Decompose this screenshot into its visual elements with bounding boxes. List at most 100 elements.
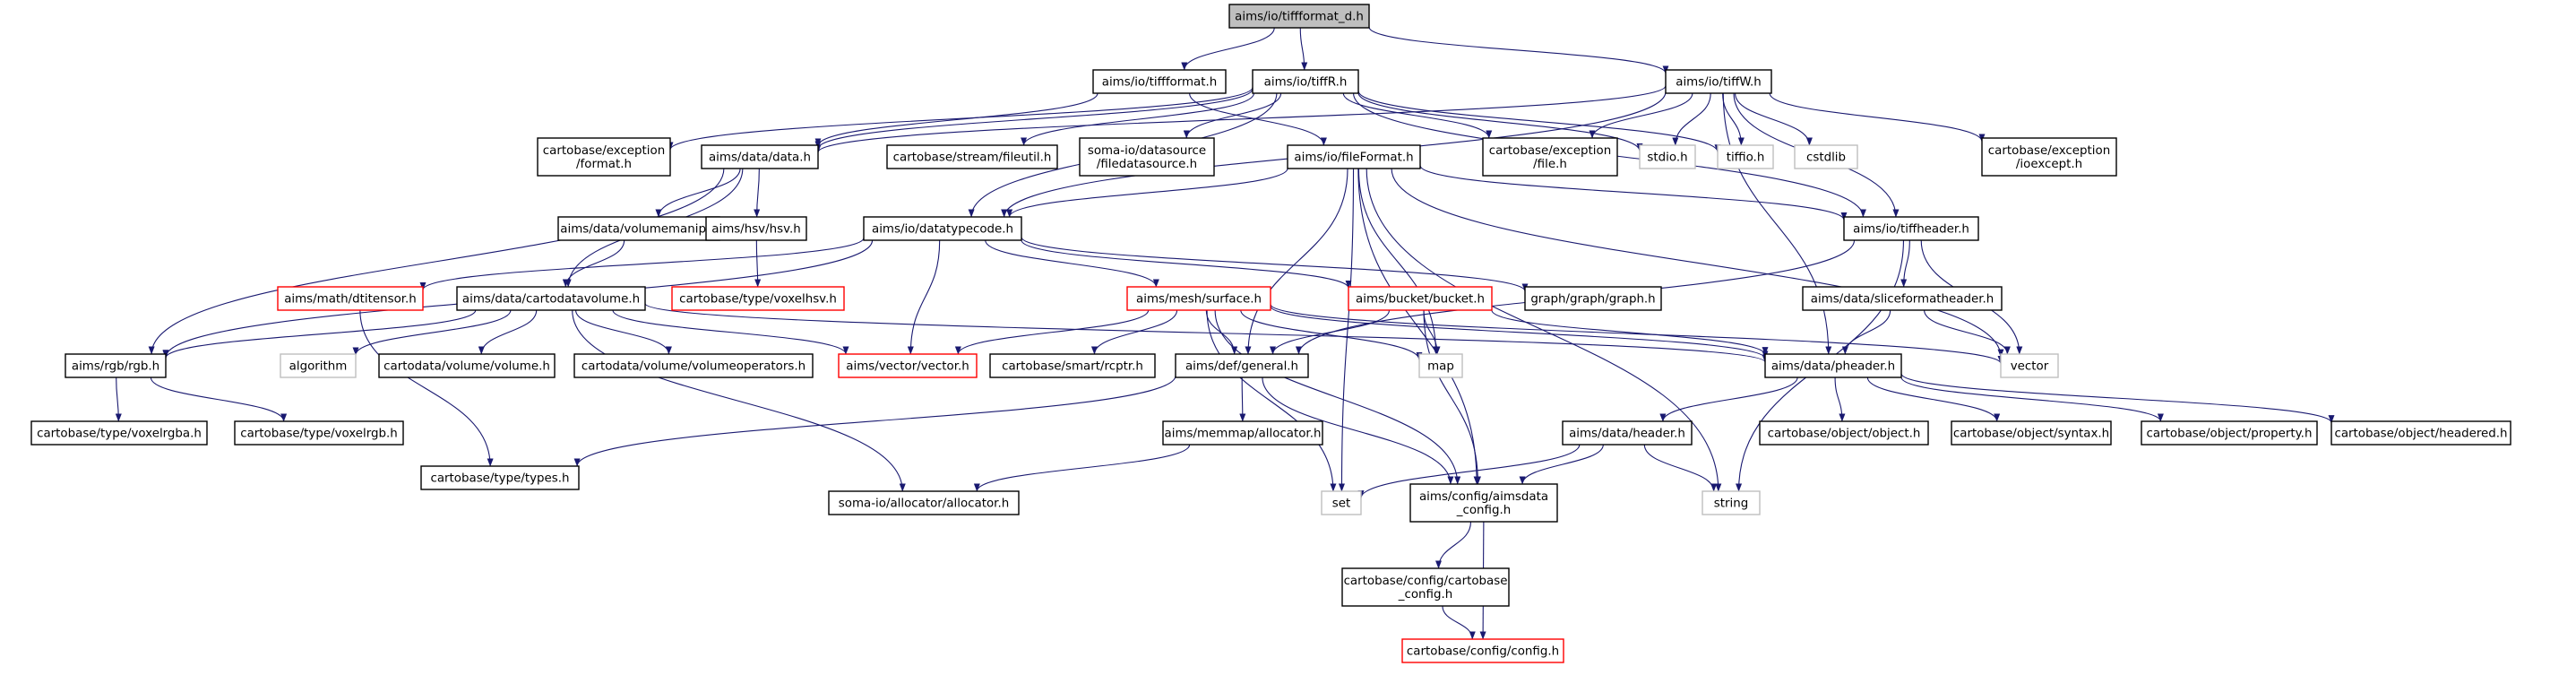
node-volumeoperators[interactable]: cartodata/volume/volumeoperators.h bbox=[573, 353, 814, 378]
node-somaallocator[interactable]: soma-io/allocator/allocator.h bbox=[828, 490, 1020, 515]
node-cstdlib[interactable]: cstdlib bbox=[1794, 144, 1858, 169]
node-box bbox=[573, 353, 814, 378]
node-tiffW[interactable]: aims/io/tiffW.h bbox=[1665, 69, 1772, 94]
node-vector-h[interactable]: aims/vector/vector.h bbox=[838, 353, 978, 378]
node-voxelhsv[interactable]: cartobase/type/voxelhsv.h bbox=[671, 286, 845, 311]
node-exc-file[interactable]: cartobase/exception/file.h bbox=[1482, 137, 1618, 177]
node-stdio[interactable]: stdio.h bbox=[1639, 144, 1696, 169]
node-tiffformat[interactable]: aims/io/tiffformat.h bbox=[1092, 69, 1227, 94]
edge-tiffR-to-fileutil bbox=[1021, 92, 1254, 146]
node-algorithm[interactable]: algorithm bbox=[280, 353, 357, 378]
node-rcptr[interactable]: cartobase/smart/rcptr.h bbox=[989, 353, 1156, 378]
node-label: aims/def/general.h bbox=[1185, 360, 1298, 374]
node-map[interactable]: map bbox=[1418, 353, 1463, 378]
node-syntax[interactable]: cartobase/object/syntax.h bbox=[1951, 420, 2112, 446]
node-box bbox=[701, 144, 819, 169]
node-root[interactable]: aims/io/tiffformat_d.h bbox=[1228, 4, 1370, 29]
edge-rgb-to-voxelrgb bbox=[150, 376, 288, 422]
node-label: aims/data/pheader.h bbox=[1771, 360, 1895, 374]
node-voxelrgb[interactable]: cartobase/type/voxelrgb.h bbox=[234, 420, 404, 446]
node-aimsdataconfig[interactable]: aims/config/aimsdata_config.h bbox=[1409, 483, 1558, 523]
node-exc-format[interactable]: cartobase/exception/format.h bbox=[537, 137, 671, 177]
node-pheader[interactable]: aims/data/pheader.h bbox=[1764, 353, 1902, 378]
node-config[interactable]: cartobase/config/config.h bbox=[1401, 638, 1564, 663]
node-memallocator[interactable]: aims/memmap/allocator.h bbox=[1162, 420, 1323, 446]
node-label: cartobase/exception bbox=[1489, 144, 1611, 158]
node-volume[interactable]: cartodata/volume/volume.h bbox=[378, 353, 556, 378]
edge-surface-to-set bbox=[1206, 309, 1337, 492]
node-label: cartobase/type/voxelrgb.h bbox=[240, 428, 398, 441]
node-data[interactable]: aims/data/data.h bbox=[701, 144, 819, 169]
edge-cartodatavolume-to-pheader bbox=[644, 303, 1769, 363]
edge-tiffR-to-tiffio bbox=[1357, 90, 1721, 153]
node-graph[interactable]: graph/graph/graph.h bbox=[1524, 286, 1662, 311]
node-volumemanip[interactable]: aims/data/volumemanip.h bbox=[557, 216, 720, 241]
node-object[interactable]: cartobase/object/object.h bbox=[1759, 420, 1929, 446]
node-bucket[interactable]: aims/bucket/bucket.h bbox=[1348, 286, 1493, 311]
node-box bbox=[2141, 420, 2318, 446]
node-datasource[interactable]: soma-io/datasource/filedatasource.h bbox=[1079, 137, 1215, 177]
node-cartobaseconfig[interactable]: cartobase/config/cartobase_config.h bbox=[1341, 567, 1510, 607]
node-dtitensor[interactable]: aims/math/dtitensor.h bbox=[277, 286, 424, 311]
node-ioexcept[interactable]: cartobase/exception/ioexcept.h bbox=[1981, 137, 2117, 177]
node-box bbox=[1228, 4, 1370, 29]
node-label: string bbox=[1714, 498, 1748, 511]
node-vector[interactable]: vector bbox=[2000, 353, 2059, 378]
edge-general-to-memallocator bbox=[1239, 376, 1246, 422]
node-tiffio[interactable]: tiffio.h bbox=[1717, 144, 1774, 169]
node-label: cartobase/stream/fileutil.h bbox=[893, 151, 1052, 165]
node-label: aims/memmap/allocator.h bbox=[1165, 428, 1322, 441]
node-surface[interactable]: aims/mesh/surface.h bbox=[1126, 286, 1271, 311]
node-general[interactable]: aims/def/general.h bbox=[1175, 353, 1309, 378]
node-box bbox=[277, 286, 424, 311]
edge-fileformat-to-map bbox=[1357, 168, 1440, 355]
node-set[interactable]: set bbox=[1321, 490, 1362, 515]
edge-bucket-to-general bbox=[1270, 309, 1391, 355]
node-fileutil[interactable]: cartobase/stream/fileutil.h bbox=[886, 144, 1058, 169]
node-fileformat[interactable]: aims/io/fileFormat.h bbox=[1287, 144, 1421, 169]
edge-header-to-aimsdataconfig bbox=[1519, 444, 1604, 485]
node-header[interactable]: aims/data/header.h bbox=[1562, 420, 1693, 446]
edge-root-to-tiffW bbox=[1368, 26, 1669, 74]
node-string[interactable]: string bbox=[1702, 490, 1761, 515]
node-label: cartobase/type/voxelhsv.h bbox=[679, 293, 837, 307]
node-label: cartobase/smart/rcptr.h bbox=[1002, 360, 1143, 374]
node-sliceformat[interactable]: aims/data/sliceformatheader.h bbox=[1802, 286, 2003, 311]
node-box bbox=[1802, 286, 2003, 311]
node-box bbox=[989, 353, 1156, 378]
node-label: tiffio.h bbox=[1727, 151, 1765, 165]
node-box bbox=[2330, 420, 2511, 446]
node-property[interactable]: cartobase/object/property.h bbox=[2141, 420, 2318, 446]
node-label: aims/data/data.h bbox=[709, 151, 811, 165]
node-box bbox=[1348, 286, 1493, 311]
node-box bbox=[886, 144, 1058, 169]
edge-header-to-set bbox=[1357, 444, 1581, 499]
node-box bbox=[1252, 69, 1359, 94]
node-tiffheader[interactable]: aims/io/tiffheader.h bbox=[1843, 216, 1979, 241]
node-datatypecode[interactable]: aims/io/datatypecode.h bbox=[863, 216, 1022, 241]
node-label: vector bbox=[2011, 360, 2049, 374]
node-box bbox=[1764, 353, 1902, 378]
node-tiffR[interactable]: aims/io/tiffR.h bbox=[1252, 69, 1359, 94]
node-box bbox=[1162, 420, 1323, 446]
node-box bbox=[30, 420, 208, 446]
node-box bbox=[1401, 638, 1564, 663]
node-label: cartodata/volume/volumeoperators.h bbox=[582, 360, 806, 374]
node-cartodatavolume[interactable]: aims/data/cartodatavolume.h bbox=[456, 286, 646, 311]
node-rgb[interactable]: aims/rgb/rgb.h bbox=[65, 353, 167, 378]
edge-header-to-string bbox=[1643, 444, 1718, 492]
edge-cartodatavolume-to-volumeoperators bbox=[575, 309, 672, 355]
edge-surface-to-rcptr bbox=[1090, 309, 1178, 355]
node-headered[interactable]: cartobase/object/headered.h bbox=[2330, 420, 2511, 446]
edge-surface-to-aimsdataconfig bbox=[1214, 309, 1461, 485]
node-types[interactable]: cartobase/type/types.h bbox=[420, 465, 580, 490]
node-box bbox=[234, 420, 404, 446]
edge-sliceformat-to-vector bbox=[1924, 309, 2011, 355]
node-hsv[interactable]: aims/hsv/hsv.h bbox=[705, 216, 807, 241]
edge-hsv-to-voxelhsv bbox=[754, 239, 762, 288]
node-voxelrgba[interactable]: cartobase/type/voxelrgba.h bbox=[30, 420, 208, 446]
node-label: cartobase/object/headered.h bbox=[2334, 428, 2507, 441]
edge-tiffW-to-cstdlib bbox=[1735, 92, 1813, 146]
node-label: /filedatasource.h bbox=[1097, 158, 1197, 171]
node-box bbox=[1843, 216, 1979, 241]
